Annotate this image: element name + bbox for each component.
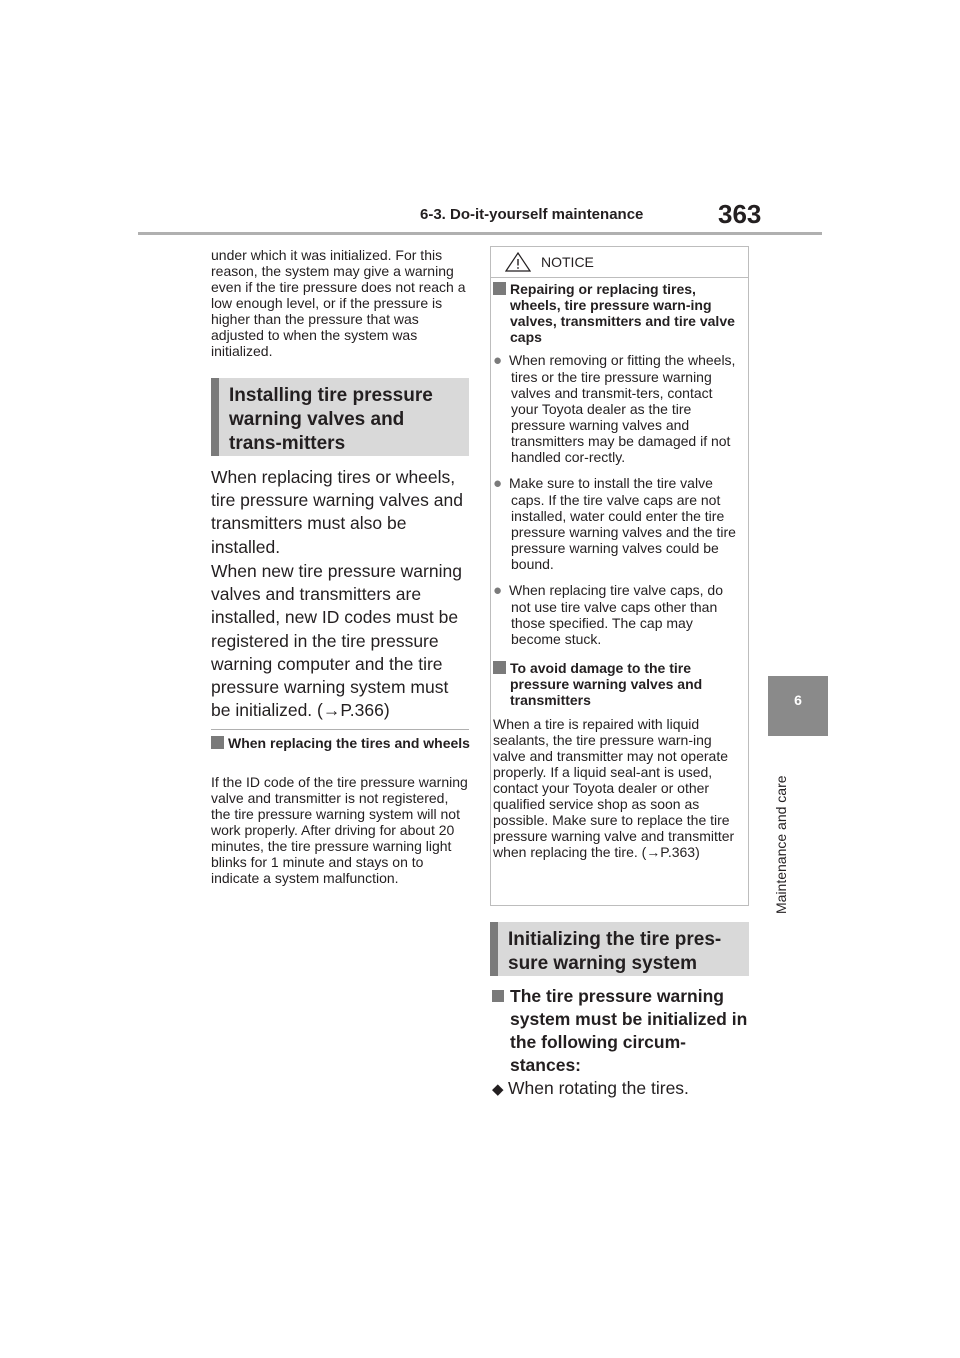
notice-heading-1-text: Repairing or replacing tires, wheels, ti… — [510, 281, 735, 345]
notice-header: NOTICE — [491, 247, 748, 278]
notice-item: ● When removing or fitting the wheels, ti… — [493, 352, 739, 465]
notice-heading-1: Repairing or replacing tires, wheels, ti… — [493, 281, 739, 345]
notice-item-text: When replacing tire valve caps, do not u… — [509, 582, 723, 647]
divider — [211, 729, 469, 730]
circle-bullet-icon: ● — [493, 475, 503, 492]
notice-label: NOTICE — [541, 254, 594, 270]
init-sub-heading: The tire pressure warning system must be… — [492, 985, 755, 1077]
replacing-paragraph: When replacing tires or wheels, tire pre… — [211, 467, 463, 557]
circle-bullet-icon: ● — [493, 582, 503, 599]
intro-paragraph: under which it was initialized. For this… — [211, 247, 466, 359]
notice-box: NOTICE Repairing or replacing tires, whe… — [490, 246, 749, 906]
list-item-text: When rotating the tires. — [508, 1078, 689, 1098]
circle-bullet-icon: ● — [493, 352, 503, 369]
chapter-tab: 6 — [768, 676, 828, 736]
list-item: ◆When rotating the tires. — [492, 1077, 755, 1101]
notice-item-text: Make sure to install the tire valve caps… — [509, 475, 736, 572]
install-section-heading: Installing tire pressure warning valves … — [211, 378, 469, 456]
note-heading-text: When replacing the tires and wheels — [228, 735, 470, 751]
notice-heading-2-text: To avoid damage to the tire pressure war… — [510, 660, 703, 708]
notice-text-2: When a tire is repaired with liquid seal… — [493, 716, 735, 860]
notice-item: ● When replacing tire valve caps, do not … — [493, 582, 739, 647]
notice-item: ● Make sure to install the tire valve cap… — [493, 475, 739, 572]
square-bullet-icon — [493, 282, 506, 295]
square-bullet-icon — [211, 736, 224, 749]
note-text: If the ID code of the tire pressure warn… — [211, 774, 468, 886]
square-bullet-icon — [493, 661, 506, 674]
square-bullet-icon — [492, 990, 504, 1002]
notice-item-text: When removing or fitting the wheels, tir… — [509, 352, 736, 465]
note-heading: When replacing the tires and wheels — [211, 735, 486, 751]
chapter-number: 6 — [794, 692, 802, 708]
header-rule — [138, 232, 822, 235]
diamond-bullet-icon: ◆ — [492, 1081, 504, 1098]
new-valves-paragraph: When new tire pressure warning valves an… — [211, 561, 462, 721]
chapter-label: Maintenance and care — [773, 775, 789, 914]
section-title: 6-3. Do-it-yourself maintenance — [420, 206, 644, 223]
init-sub-heading-text: The tire pressure warning system must be… — [510, 986, 748, 1075]
init-section-heading: Initializing the tire pres-sure warning … — [490, 922, 749, 976]
notice-heading-2: To avoid damage to the tire pressure war… — [493, 660, 739, 708]
warning-triangle-icon — [505, 252, 531, 272]
page-number: 363 — [718, 199, 762, 229]
